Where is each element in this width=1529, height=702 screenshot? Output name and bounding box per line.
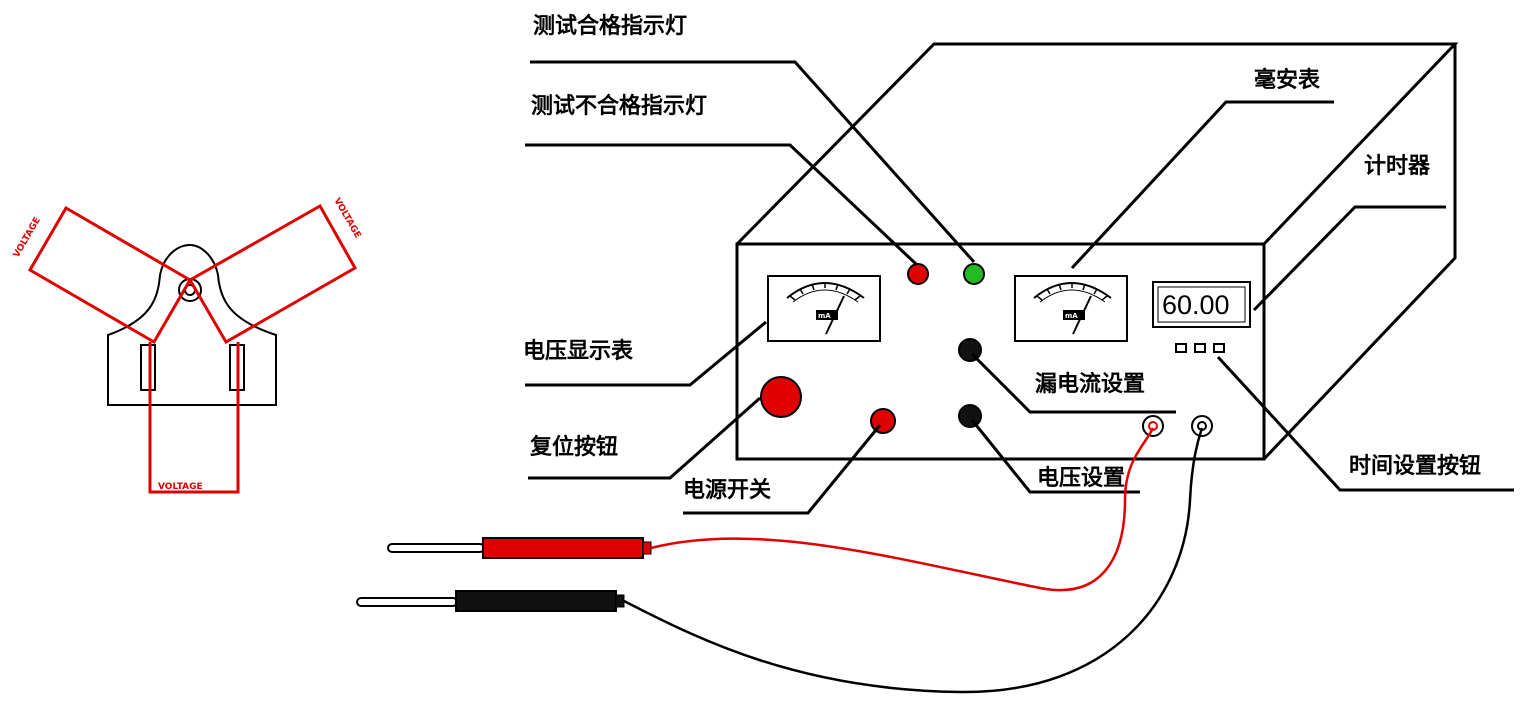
milliammeter-label: 毫安表 [1254, 67, 1321, 93]
pass-light-leader [530, 60, 976, 264]
box-side-face [1262, 44, 1457, 461]
voltmeter-leader [525, 320, 767, 387]
milliammeter-gauge: mA [1014, 275, 1128, 342]
voltage-setting-knob[interactable] [958, 404, 982, 428]
timer-leader [1252, 205, 1446, 312]
reset-button-leader [528, 396, 761, 480]
time-setting-buttons-label: 时间设置按钮 [1349, 453, 1481, 479]
box-top-face [735, 42, 1459, 246]
black-terminal[interactable] [1191, 415, 1213, 437]
tester-box [735, 42, 1459, 461]
black-wire [623, 427, 1204, 694]
bottom-voltage-text: VOLTAGE [158, 482, 203, 492]
timer-label: 计时器 [1364, 154, 1431, 179]
leakage-setting-leader [970, 352, 1176, 414]
red-terminal[interactable] [1142, 415, 1164, 437]
red-probe[interactable] [387, 537, 652, 559]
red-wire [650, 427, 1155, 592]
plug-diagram: VOLTAGE VOLTAGE VOLTAGE [12, 197, 362, 494]
voltage-setting-leader [970, 419, 1140, 494]
reset-button[interactable] [760, 376, 802, 418]
bottom-voltage-line [148, 342, 240, 494]
fail-light-leader [525, 143, 918, 266]
milliammeter-leader [1070, 100, 1334, 270]
leakage-setting-label: 漏电流设置 [1035, 371, 1145, 397]
power-switch-leader [683, 424, 882, 515]
milliammeter-unit: mA [1065, 312, 1078, 320]
voltmeter-unit: mA [818, 312, 831, 320]
fail-indicator-light [907, 263, 929, 285]
left-voltage-box [27, 205, 193, 345]
voltmeter-gauge: mA [767, 275, 881, 342]
plug-left-slot [140, 344, 156, 391]
reset-button-label: 复位按钮 [529, 434, 618, 460]
pass-light-label: 测试合格指示灯 [533, 13, 687, 39]
timer-display: 60.00 [1152, 281, 1251, 328]
time-button-3[interactable] [1213, 343, 1225, 353]
voltage-setting-label: 电压设置 [1037, 466, 1125, 491]
power-switch-label: 电源开关 [683, 478, 771, 503]
box-front-face [735, 242, 1266, 461]
fail-light-label: 测试不合格指示灯 [531, 93, 707, 119]
time-setting-buttons [1175, 343, 1225, 353]
leader-lines [525, 60, 1514, 515]
time-buttons-leader [1216, 355, 1514, 492]
time-button-2[interactable] [1194, 343, 1206, 353]
voltmeter-label: 电压显示表 [523, 339, 634, 364]
pass-indicator-light [963, 263, 985, 285]
right-voltage-box [187, 203, 358, 345]
plug-body [107, 243, 277, 406]
time-button-1[interactable] [1175, 343, 1187, 353]
timer-readout: 60.00 [1162, 290, 1230, 320]
black-probe[interactable] [356, 590, 625, 612]
